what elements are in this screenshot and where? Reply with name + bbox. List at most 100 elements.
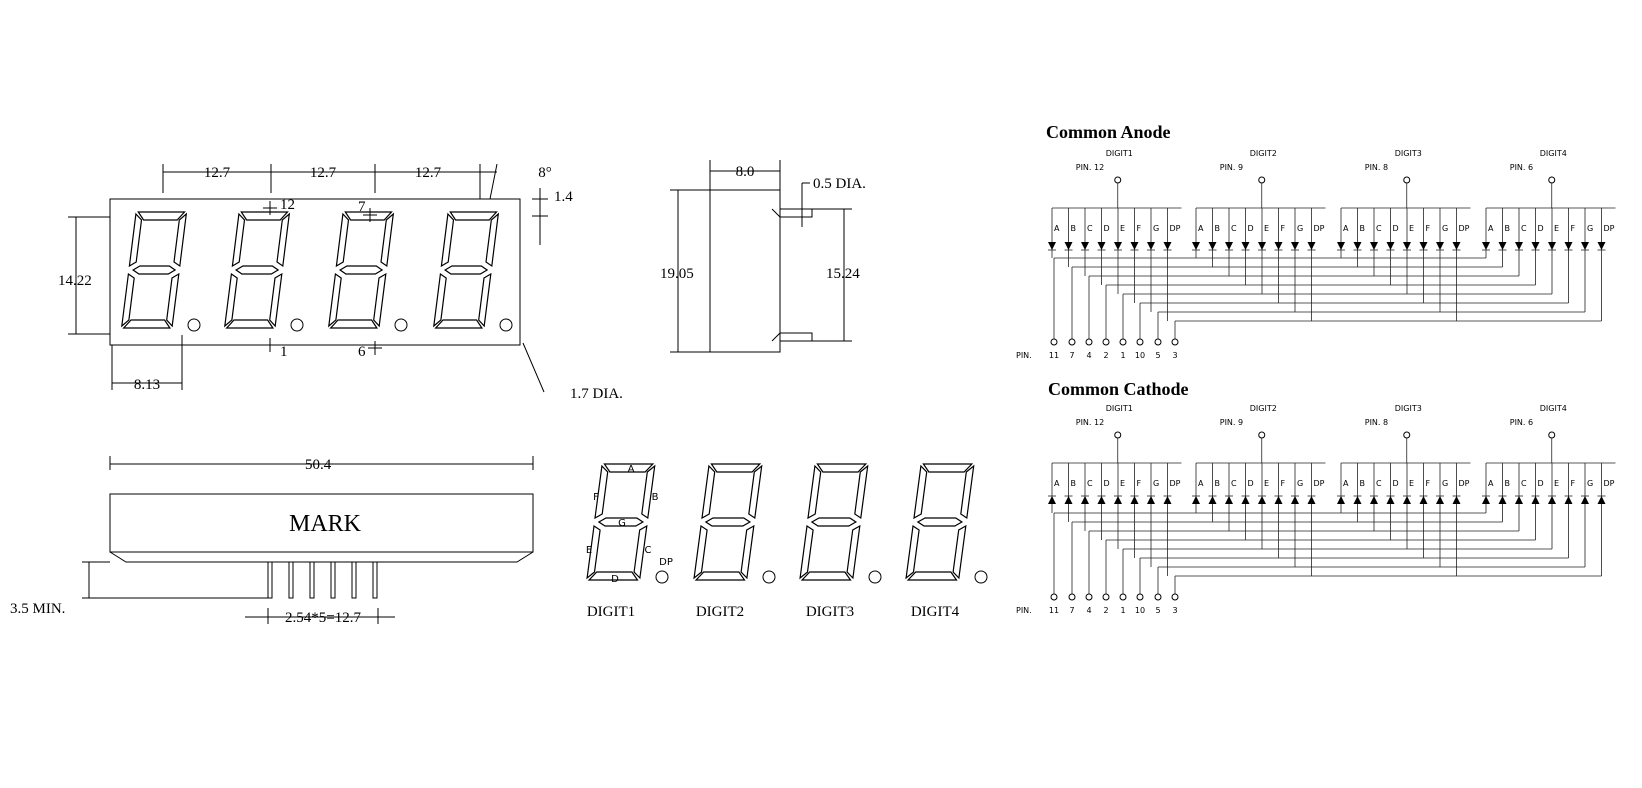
anode-seg-label-4-0: A (1488, 224, 1494, 233)
front-dp-4 (499, 318, 513, 332)
cathode-seg-label-1-2: C (1087, 479, 1093, 488)
cathode-seg-label-1-5: F (1137, 479, 1142, 488)
anode-diode-4-0 (1482, 242, 1490, 250)
diagram-digit-3-seg-d (800, 571, 852, 581)
cathode-digit-pin-2: PIN. 9 (1220, 418, 1243, 427)
anode-bottom-pin-circle-5 (1136, 338, 1144, 346)
anode-seg-label-1-0: A (1054, 224, 1060, 233)
side-view: 8.0 0.5 DIA. 19.05 15.24 (660, 160, 866, 353)
dim-top-gap: 1.4 (554, 189, 573, 205)
side-pin-top (780, 208, 813, 218)
digit-label-2: DIGIT2 (696, 604, 744, 620)
anode-diode-3-6 (1436, 242, 1444, 250)
cathode-seg-label-4-0: A (1488, 479, 1494, 488)
anode-digit-pin-circle-4 (1548, 176, 1556, 184)
front-digit-3-seg-e (328, 272, 342, 328)
cathode-diode-4-4 (1548, 496, 1556, 504)
cathode-seg-label-3-3: D (1393, 479, 1399, 488)
anode-diode-4-6 (1581, 242, 1589, 250)
anode-seg-label-1-1: B (1071, 224, 1077, 233)
diagram-digit-4-seg-e (905, 524, 920, 580)
diagram-digit-2-seg-g (704, 517, 752, 527)
bottom-pin-3 (309, 561, 315, 599)
cathode-diode-3-5 (1419, 496, 1428, 504)
front-digit-4-seg-c (478, 272, 492, 328)
front-dp-2 (290, 318, 304, 332)
diagram-digit-4-seg-b (960, 464, 975, 520)
anode-diode-1-2 (1081, 242, 1089, 250)
bottom-pins (267, 561, 378, 599)
anode-diode-1-6 (1147, 242, 1155, 250)
front-digit-2-seg-g (234, 265, 280, 275)
anode-diode-2-4 (1258, 242, 1266, 250)
dim-pitch-1: 12.7 (204, 165, 231, 181)
diagram-digit-1-seg-a (603, 463, 655, 473)
digit-label-1: DIGIT1 (587, 604, 635, 620)
front-digit-3-seg-f (335, 212, 350, 268)
anode-digit-pin-circle-1 (1114, 176, 1122, 184)
cathode-seg-label-1-0: A (1054, 479, 1060, 488)
cathode-seg-label-3-5: F (1426, 479, 1431, 488)
anode-diode-2-6 (1291, 242, 1299, 250)
cathode-seg-label-1-7: DP (1170, 479, 1181, 488)
cathode-bottom-pin-5: 10 (1135, 606, 1145, 615)
cathode-seg-label-3-0: A (1343, 479, 1349, 488)
pin-mark-12: 12 (280, 197, 295, 213)
anode-digit-pin-4: PIN. 6 (1510, 163, 1533, 172)
anode-seg-label-2-5: F (1281, 224, 1286, 233)
anode-seg-label-1-6: G (1153, 224, 1159, 233)
cathode-seg-label-2-2: C (1231, 479, 1237, 488)
cathode-diode-3-7 (1452, 496, 1461, 504)
mark-label: MARK (289, 511, 362, 537)
cathode-diode-1-2 (1081, 496, 1089, 504)
side-bevel-bottom (771, 332, 781, 342)
cathode-diode-4-0 (1482, 496, 1490, 504)
anode-diode-1-3 (1097, 242, 1106, 250)
cathode-seg-label-4-7: DP (1604, 479, 1615, 488)
anode-bottom-pin-circle-6 (1154, 338, 1162, 346)
anode-diode-2-7 (1307, 242, 1316, 250)
diagram-dp-2 (762, 570, 776, 584)
cathode-diode-2-7 (1307, 496, 1316, 504)
anode-seg-label-3-3: D (1393, 224, 1399, 233)
anode-bottom-pin-circle-4 (1119, 338, 1127, 346)
cathode-digit-pin-4: PIN. 6 (1510, 418, 1533, 427)
diagram-digit-1-seg-g (597, 517, 645, 527)
cathode-digit-label-1: DIGIT1 (1106, 404, 1133, 413)
dim-pin-span: 15.24 (826, 266, 860, 282)
cathode-seg-label-2-1: B (1215, 479, 1221, 488)
cathode-diode-1-3 (1097, 496, 1106, 504)
diagram-digit-4-seg-d (906, 571, 958, 581)
front-digit-3-seg-g (338, 265, 384, 275)
side-bevel-top (771, 208, 781, 218)
cathode-diode-2-2 (1225, 496, 1233, 504)
anode-seg-label-3-1: B (1360, 224, 1366, 233)
front-digit-2-seg-a (240, 211, 289, 221)
anode-seg-label-3-0: A (1343, 224, 1349, 233)
cathode-digit-label-2: DIGIT2 (1250, 404, 1277, 413)
diagram-digit-2-seg-a (710, 463, 762, 473)
dim-pin-dia: 0.5 DIA. (813, 176, 866, 192)
cathode-seg-label-3-1: B (1360, 479, 1366, 488)
front-digits (121, 211, 513, 332)
dim-pitch-3: 12.7 (415, 165, 442, 181)
anode-diode-4-3 (1531, 242, 1540, 250)
front-dp-3 (394, 318, 408, 332)
diagram-digit-2-seg-c (740, 524, 755, 580)
anode-seg-label-3-2: C (1376, 224, 1382, 233)
anode-seg-label-4-3: D (1538, 224, 1544, 233)
cathode-bottom-pin-1: 7 (1069, 606, 1074, 615)
diagram-digit-1-seg-b (641, 464, 656, 520)
cathode-diode-1-6 (1147, 496, 1155, 504)
anode-seg-label-1-5: F (1137, 224, 1142, 233)
cathode-seg-label-4-5: F (1571, 479, 1576, 488)
anode-seg-label-4-7: DP (1604, 224, 1615, 233)
bottom-view: 50.4 MARK 3.5 MIN. 2.54*5=12.7 (10, 456, 534, 626)
anode-seg-label-2-4: E (1264, 224, 1269, 233)
cathode-diode-1-1 (1064, 496, 1073, 504)
front-digit-2-seg-f (231, 212, 246, 268)
cathode-diode-4-1 (1498, 496, 1507, 504)
cathode-seg-label-3-6: G (1442, 479, 1448, 488)
cathode-seg-label-2-3: D (1248, 479, 1254, 488)
front-digit-3-seg-b (380, 212, 395, 268)
